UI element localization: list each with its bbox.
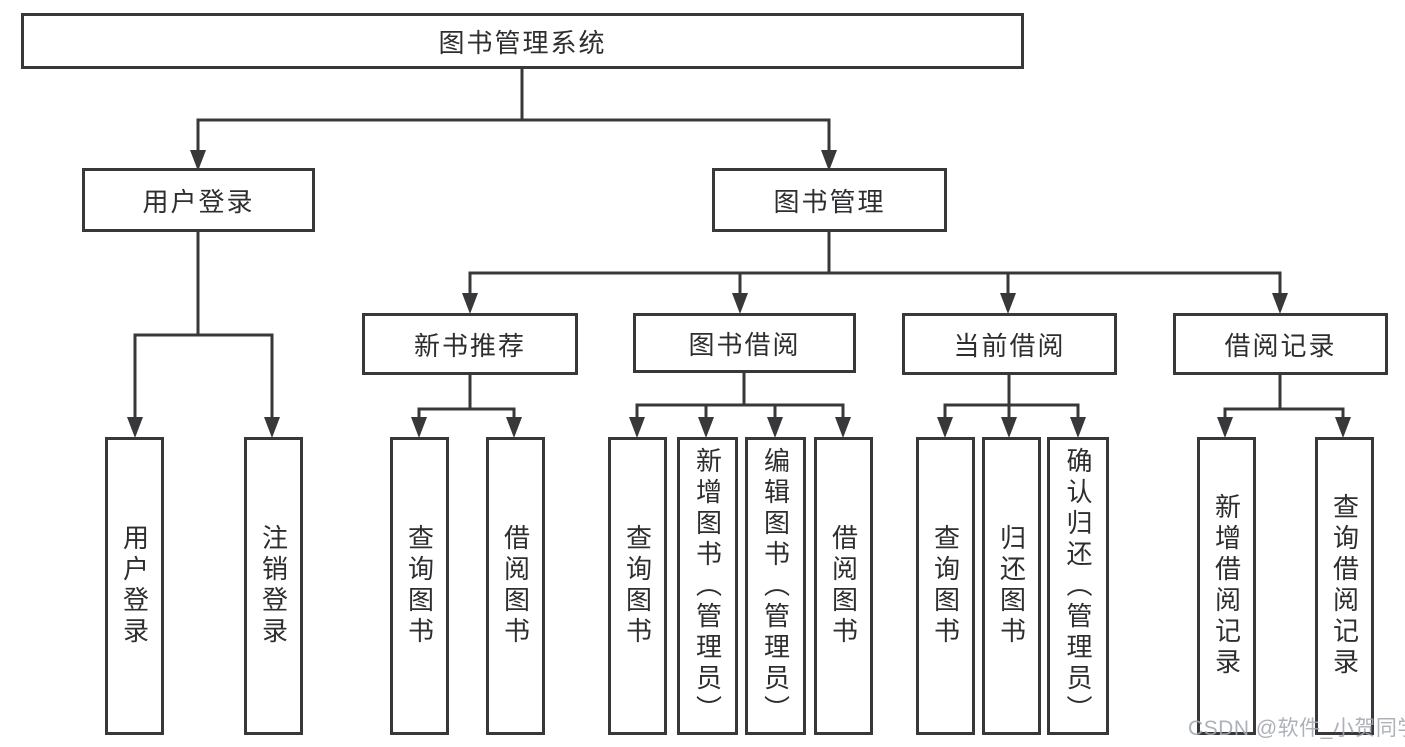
arrowhead-icon: [732, 293, 748, 314]
arrowhead-icon: [1272, 293, 1288, 314]
arrowhead-icon: [767, 417, 783, 438]
node-label: 借阅记录: [1224, 330, 1337, 361]
connector-book-borrow-children: [629, 369, 851, 438]
node-label: 确认归还（管理员）: [1063, 446, 1093, 726]
connector-user-login-children: [127, 229, 280, 438]
arrowhead-icon: [411, 417, 427, 438]
arrowhead-icon: [1217, 417, 1233, 438]
leaf-records-query-record: 查询借阅记录: [1315, 437, 1374, 735]
node-current-borrowing: 当前借阅: [902, 313, 1117, 375]
node-label: 图书管理系统: [438, 27, 607, 58]
node-label: 图书管理: [773, 186, 886, 217]
arrowhead-icon: [835, 417, 851, 438]
connector-current-borrow-children: [937, 371, 1086, 438]
node-label: 用户登录: [119, 524, 150, 648]
csdn-watermark: CSDN @软件_小贺同学: [1188, 717, 1405, 740]
leaf-user-login: 用户登录: [105, 437, 164, 735]
leaf-borrow-query-books: 查询图书: [608, 437, 667, 735]
connector-borrow-records-children: [1217, 371, 1351, 438]
arrowhead-icon: [264, 417, 280, 438]
node-label: 查询图书: [930, 524, 961, 648]
node-label: 用户登录: [142, 186, 255, 217]
node-library-system-root: 图书管理系统: [21, 13, 1024, 69]
node-label: 查询图书: [404, 524, 435, 648]
leaf-borrow-edit-books-admin: 编辑图书（管理员）: [745, 437, 806, 735]
node-label: 新增借阅记录: [1211, 493, 1242, 679]
arrowhead-icon: [127, 417, 143, 438]
leaf-current-confirm-return-admin: 确认归还（管理员）: [1047, 437, 1109, 735]
arrowhead-icon: [190, 150, 206, 171]
connector-root-to-level2: [190, 65, 837, 171]
node-label: 借阅图书: [500, 524, 531, 648]
leaf-recommend-query-books: 查询图书: [390, 437, 449, 735]
arrowhead-icon: [1070, 417, 1086, 438]
arrowhead-icon: [1000, 293, 1016, 314]
node-user-login-group: 用户登录: [82, 168, 315, 232]
arrowhead-icon: [1001, 417, 1017, 438]
leaf-borrow-add-books-admin: 新增图书（管理员）: [677, 437, 738, 735]
node-label: 归还图书: [996, 524, 1027, 648]
leaf-current-return-books: 归还图书: [982, 437, 1041, 735]
arrowhead-icon: [506, 417, 522, 438]
leaf-records-add-record: 新增借阅记录: [1197, 437, 1256, 735]
node-new-book-recommend: 新书推荐: [362, 313, 578, 375]
node-label: 图书借阅: [688, 329, 801, 360]
connector-book-mgmt-to-level3: [462, 230, 1288, 314]
node-label: 新增图书（管理员）: [692, 446, 723, 726]
arrowhead-icon: [821, 150, 837, 171]
node-label: 查询借阅记录: [1329, 493, 1360, 679]
node-borrowing-records: 借阅记录: [1173, 313, 1388, 375]
arrowhead-icon: [629, 417, 645, 438]
connector-new-book-children: [411, 371, 522, 438]
leaf-current-query-books: 查询图书: [916, 437, 975, 735]
node-book-management: 图书管理: [712, 168, 947, 232]
node-book-borrowing: 图书借阅: [633, 313, 856, 373]
node-label: 新书推荐: [413, 330, 526, 361]
arrowhead-icon: [698, 417, 714, 438]
node-label: 注销登录: [258, 524, 289, 648]
node-label: 当前借阅: [953, 330, 1066, 361]
leaf-borrow-borrow-books: 借阅图书: [814, 437, 873, 735]
arrowhead-icon: [462, 293, 478, 314]
leaf-recommend-borrow-books: 借阅图书: [486, 437, 545, 735]
arrowhead-icon: [937, 417, 953, 438]
arrowhead-icon: [1335, 417, 1351, 438]
node-label: 查询图书: [622, 524, 653, 648]
node-label: 借阅图书: [828, 524, 859, 648]
leaf-logout-login: 注销登录: [244, 437, 303, 735]
node-label: 编辑图书（管理员）: [760, 446, 791, 726]
